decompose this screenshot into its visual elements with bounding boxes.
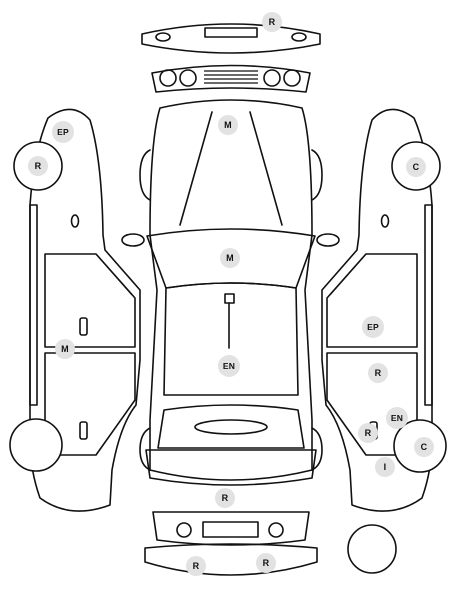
marker-rear-bumper-top[interactable]: R [262, 12, 282, 32]
marker-left-front-mirror[interactable]: EP [52, 121, 74, 143]
marker-rear-bumper-right[interactable]: R [256, 553, 276, 573]
marker-right-rear-door[interactable]: R [368, 363, 388, 383]
marker-trunk[interactable]: R [215, 488, 235, 508]
marker-rear-bumper-left[interactable]: R [186, 556, 206, 576]
marker-right-panel[interactable]: EP [362, 316, 384, 338]
marker-left-door[interactable]: M [55, 339, 75, 359]
car-left-side [9, 108, 141, 512]
rear-bumper-bottom [144, 543, 318, 576]
front-grille [151, 64, 311, 93]
spare-wheel [347, 524, 397, 574]
rear-grille [152, 511, 310, 546]
marker-right-rear-small[interactable]: R [358, 423, 378, 443]
front-bumper-top [141, 23, 321, 54]
marker-hood[interactable]: M [218, 115, 238, 135]
marker-engine[interactable]: EN [218, 355, 240, 377]
marker-right-rear-en[interactable]: EN [386, 407, 408, 429]
marker-right-rear-i[interactable]: I [375, 457, 395, 477]
marker-right-rear-wheel[interactable]: C [414, 437, 434, 457]
marker-left-front-wheel[interactable]: R [28, 156, 48, 176]
car-top-view [121, 99, 340, 486]
marker-windshield[interactable]: M [220, 248, 240, 268]
marker-right-front-wheel[interactable]: C [406, 157, 426, 177]
